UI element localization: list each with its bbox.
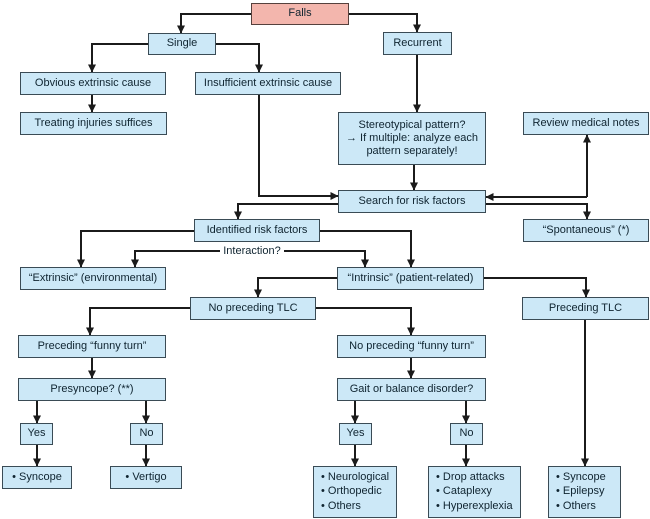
node-line: • Hyperexplexia [436,499,513,512]
node-review-medical-notes: Review medical notes [523,112,649,135]
node-syncope-epilepsy-others: • Syncope • Epilepsy • Others [548,466,621,518]
edge-no-tlc-to-preceding-funny [86,307,190,336]
node-extrinsic-environmental: “Extrinsic” (environmental) [20,267,166,290]
node-line: • Neurological [321,471,390,484]
edge-single-to-obvious [88,43,148,73]
node-stereotypical-pattern: Stereotypical pattern? → If multiple: an… [338,112,486,165]
node-no-preceding-funny-turn: No preceding “funny turn” [337,335,486,358]
edge-insufficient-to-search [258,95,339,200]
node-drop-attacks-cataplexy-hyperexplexia: • Drop attacks • Cataplexy • Hyperexplex… [428,466,521,518]
node-single: Single [148,33,216,55]
edge-single-to-insufficient [216,43,263,73]
node-insufficient-extrinsic-cause: Insufficient extrinsic cause [195,72,341,95]
node-gait-or-balance-disorder: Gait or balance disorder? [337,378,486,401]
node-syncope: • Syncope [2,466,72,489]
edge-identified-to-intrinsic [320,230,415,268]
node-preceding-funny-turn: Preceding “funny turn” [18,335,166,358]
node-line: • Drop attacks [436,471,505,484]
node-gait-yes: Yes [339,423,372,445]
node-spontaneous: “Spontaneous” (*) [523,219,649,242]
node-no-preceding-tlc: No preceding TLC [190,297,316,320]
edge-interaction-to-extrinsic [131,250,220,268]
edge-no-tlc-to-no-funny [316,307,415,336]
node-line: • Cataplexy [436,485,492,498]
node-recurrent: Recurrent [383,32,452,55]
edge-search-to-spontaneous [486,203,591,220]
node-line: pattern separately! [366,145,458,158]
node-presyncope-no: No [130,423,163,445]
edge-identified-to-extrinsic [77,230,194,268]
node-obvious-extrinsic-cause: Obvious extrinsic cause [20,72,166,95]
node-presyncope: Presyncope? (**) [18,378,166,401]
edge-intrinsic-to-preceding-tlc [484,277,590,298]
node-line: → If multiple: analyze each [345,131,479,144]
node-identified-risk-factors: Identified risk factors [194,219,320,242]
node-neurological-orthopedic-others: • Neurological • Orthopedic • Others [313,466,397,518]
label-interaction: Interaction? [223,245,281,257]
edge-interaction-to-intrinsic [284,250,369,268]
node-line: • Others [556,499,596,512]
node-line: • Epilepsy [556,485,605,498]
node-intrinsic-patient-related: “Intrinsic” (patient-related) [337,267,484,290]
node-vertigo: • Vertigo [110,466,182,489]
edge-falls-to-single [177,13,251,34]
node-line: • Syncope [556,471,606,484]
node-line: • Orthopedic [321,485,382,498]
node-falls: Falls [251,3,349,25]
node-line: Stereotypical pattern? [358,118,466,131]
node-search-for-risk-factors: Search for risk factors [338,190,486,213]
node-presyncope-yes: Yes [20,423,53,445]
edge-falls-to-recurrent [349,13,421,33]
node-gait-no: No [450,423,483,445]
node-treating-injuries-suffices: Treating injuries suffices [20,112,167,135]
edge-intrinsic-to-no-tlc [254,277,337,298]
node-line: • Others [321,499,361,512]
node-preceding-tlc: Preceding TLC [522,297,649,320]
edge-search-to-identified [234,203,338,220]
